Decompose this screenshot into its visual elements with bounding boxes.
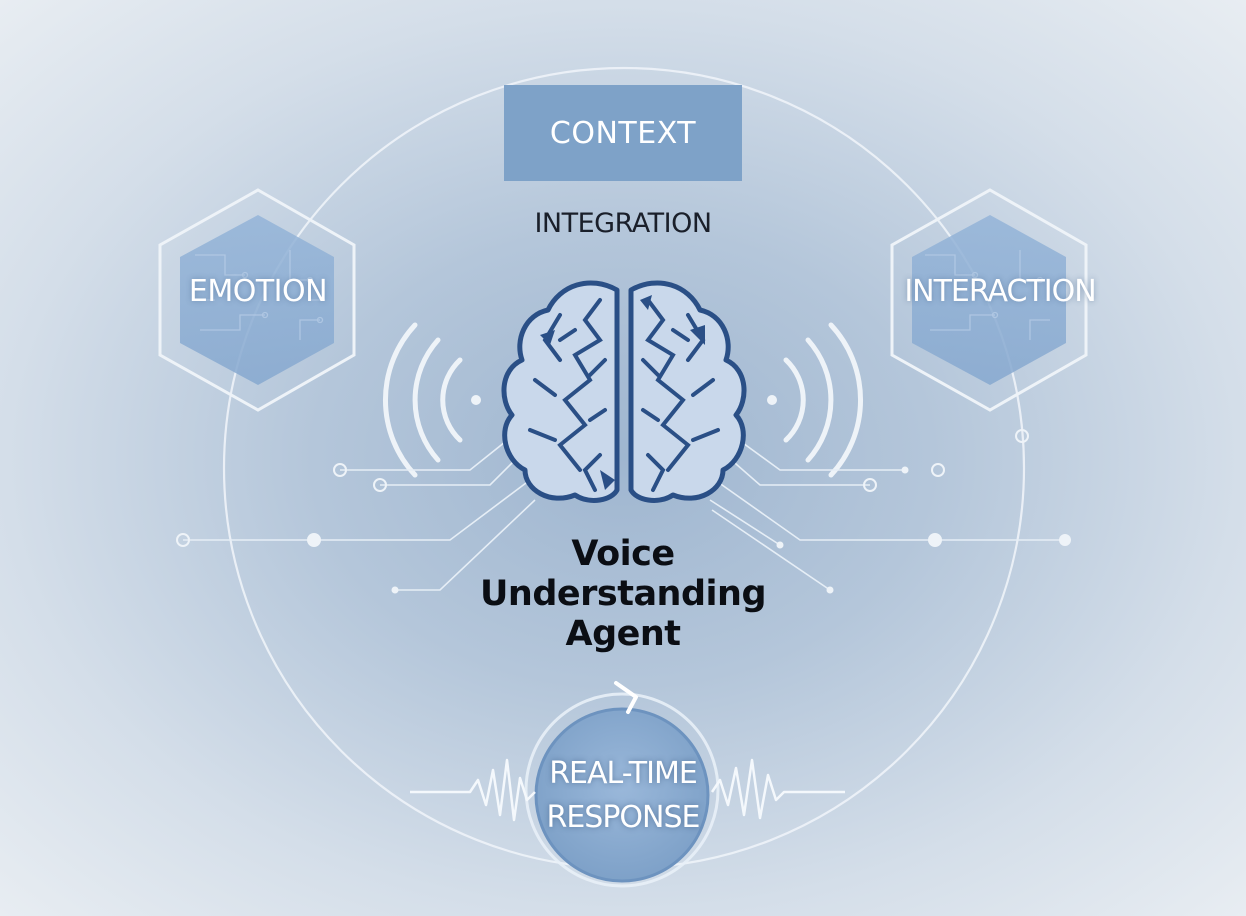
agent-title: Voice Understanding Agent [440, 534, 806, 654]
interaction-hexagon [890, 188, 1088, 412]
waveform-icon [410, 758, 845, 822]
circuit-nodes [176, 429, 1071, 594]
interaction-label: INTERACTION [904, 274, 1096, 309]
realtime-line: REAL-TIME [549, 756, 698, 791]
context-label: CONTEXT [549, 115, 697, 151]
context-box: CONTEXT [504, 85, 742, 181]
agent-title-line: Voice [571, 534, 675, 574]
sound-wave-right-icon [767, 322, 863, 478]
refresh-arrow-icon [614, 681, 638, 714]
realtime-line: RESPONSE [546, 800, 701, 835]
realtime-response-label: REAL-TIME RESPONSE [500, 752, 746, 840]
brain-icon [501, 280, 747, 503]
integration-label: INTEGRATION [534, 208, 712, 239]
sound-wave-left-icon [383, 322, 481, 478]
circuit-pattern-icon [195, 250, 325, 340]
agent-title-line: Understanding [479, 574, 767, 614]
agent-title-line: Agent [565, 614, 681, 654]
emotion-hexagon [158, 188, 356, 412]
realtime-circle [524, 681, 720, 888]
emotion-label: EMOTION [188, 274, 328, 309]
circuit-pattern-icon [925, 250, 1050, 340]
